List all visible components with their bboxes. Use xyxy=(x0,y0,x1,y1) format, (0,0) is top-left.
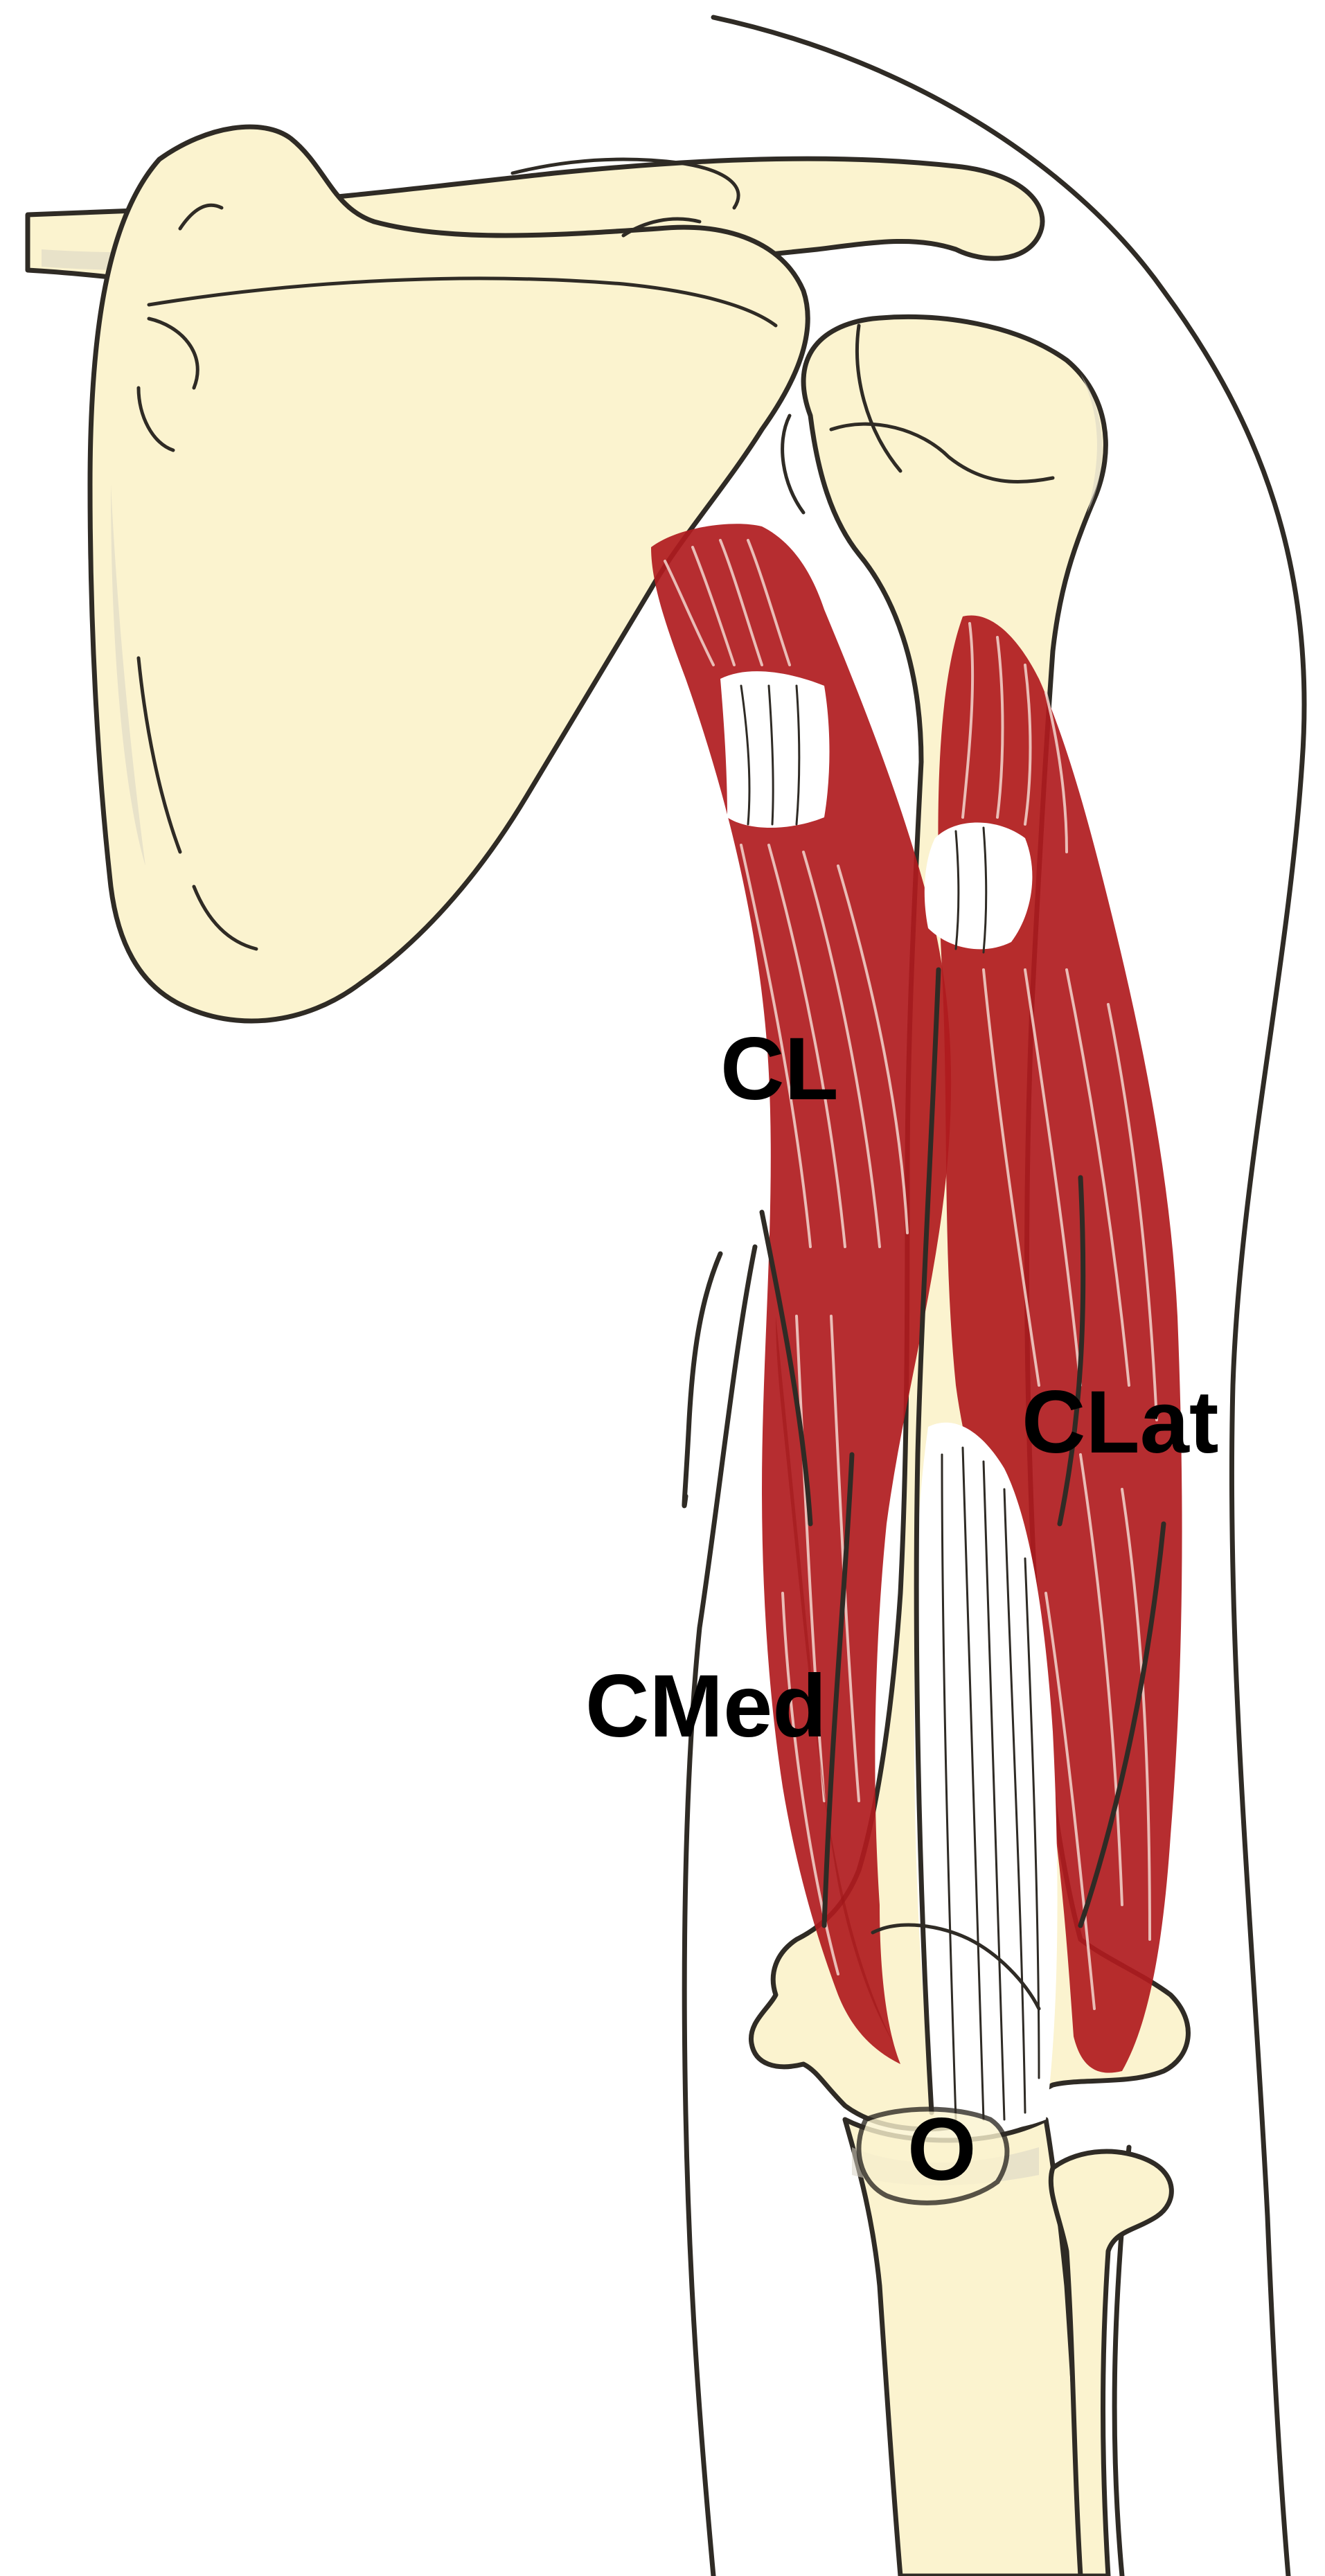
label-cmed: CMed xyxy=(585,1662,826,1751)
label-o: O xyxy=(907,2106,977,2194)
label-clat: CLat xyxy=(1022,1378,1218,1467)
label-cl: CL xyxy=(720,1025,839,1114)
